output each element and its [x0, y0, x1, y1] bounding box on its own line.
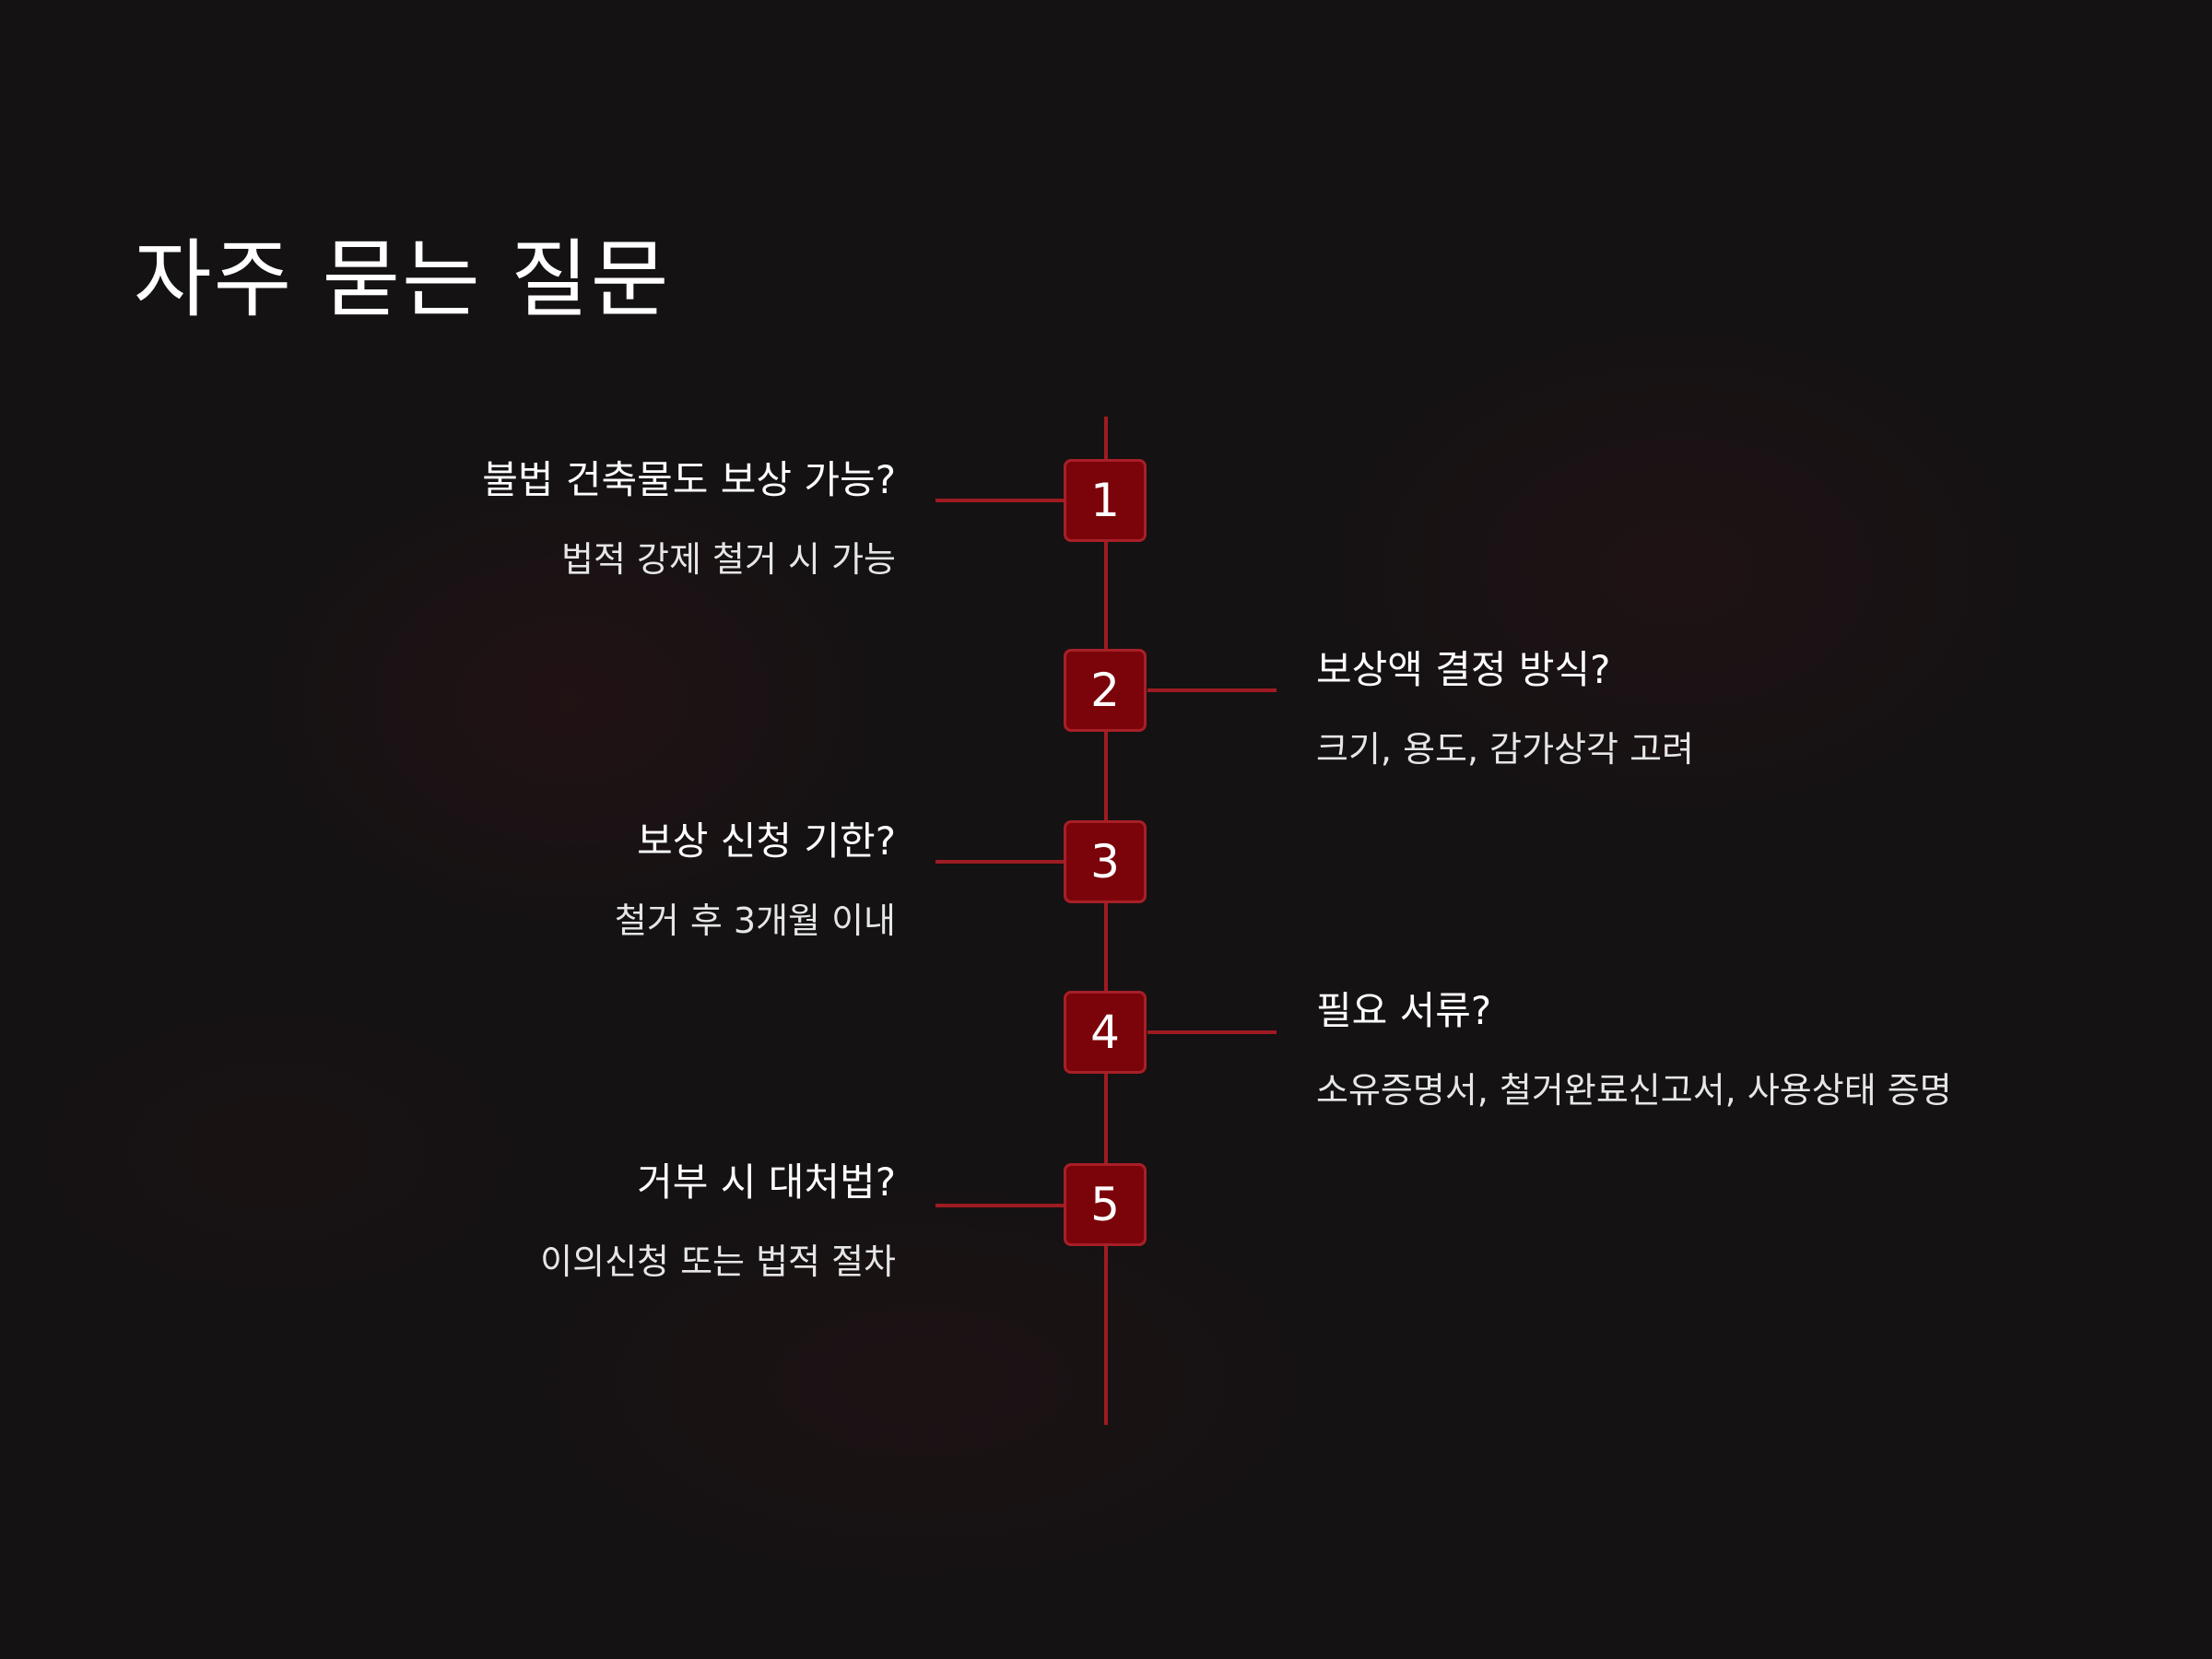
faq-answer-5: 이의신청 또는 법적 절차	[540, 1241, 896, 1282]
faq-question-2: 보상액 결정 방식?	[1316, 647, 1611, 692]
page-title: 자주 묻는 질문	[134, 230, 671, 329]
faq-question-5: 거부 시 대처법?	[637, 1159, 896, 1205]
step-marker-4: 4	[1064, 991, 1147, 1074]
connector-2	[1147, 688, 1277, 692]
step-marker-5: 5	[1064, 1163, 1147, 1246]
connector-3	[935, 860, 1065, 864]
faq-question-3: 보상 신청 기한?	[637, 818, 896, 864]
step-marker-3: 3	[1064, 820, 1147, 903]
connector-5	[935, 1204, 1065, 1207]
step-marker-1: 1	[1064, 459, 1147, 542]
faq-item-2: 보상액 결정 방식? 크기, 용도, 감가상각 고려	[1316, 646, 1980, 771]
faq-item-5: 거부 시 대처법? 이의신청 또는 법적 절차	[232, 1159, 896, 1284]
timeline-line	[1104, 417, 1108, 1425]
faq-answer-1: 법적 강제 철거 시 가능	[561, 539, 896, 580]
connector-4	[1147, 1030, 1277, 1034]
faq-answer-2: 크기, 용도, 감가상각 고려	[1316, 729, 1694, 770]
step-marker-2: 2	[1064, 649, 1147, 732]
connector-1	[935, 499, 1065, 502]
faq-item-1: 불법 건축물도 보상 가능? 법적 강제 철거 시 가능	[232, 456, 896, 582]
faq-question-4: 필요 서류?	[1316, 988, 1492, 1033]
faq-item-4: 필요 서류? 소유증명서, 철거완료신고서, 사용상태 증명	[1316, 987, 1980, 1112]
faq-answer-3: 철거 후 3개월 이내	[614, 900, 896, 941]
faq-question-1: 불법 건축물도 보상 가능?	[482, 457, 896, 502]
faq-answer-4: 소유증명서, 철거완료신고서, 사용상태 증명	[1316, 1070, 1952, 1111]
faq-item-3: 보상 신청 기한? 철거 후 3개월 이내	[232, 818, 896, 943]
